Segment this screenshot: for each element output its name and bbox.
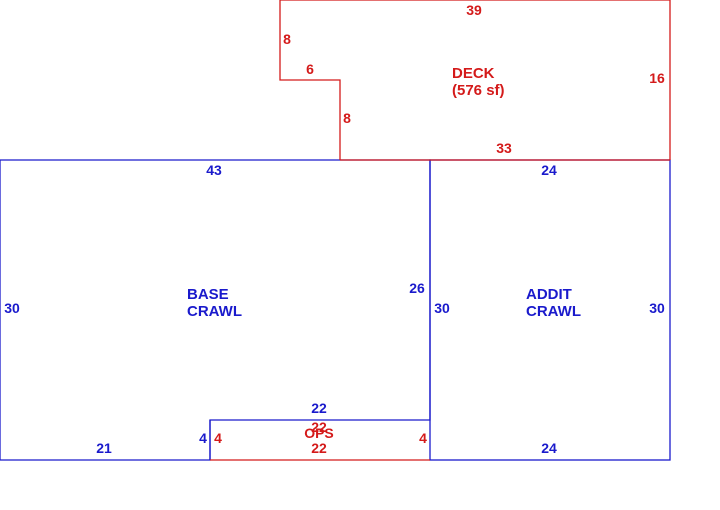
ops-dim-right: 4 <box>419 430 427 446</box>
ops-overlap-text: 22 <box>311 419 327 435</box>
deck-dim-bottom: 33 <box>496 140 512 156</box>
ops-dim-left: 4 <box>214 430 222 446</box>
addit-label-crawl: CRAWL <box>526 303 581 320</box>
deck-label: DECK <box>452 65 495 82</box>
base-label: BASE <box>187 286 229 303</box>
deck-dim-top: 39 <box>466 2 482 18</box>
deck-dim-right: 16 <box>649 70 665 86</box>
deck-dim-step: 6 <box>306 61 314 77</box>
base-dim-top: 43 <box>206 162 222 178</box>
base-dim-notch-left: 4 <box>199 430 207 446</box>
ops-dim-top-blue: 22 <box>311 400 327 416</box>
deck-outline <box>279 0 671 160</box>
base-dim-right: 26 <box>409 280 425 296</box>
deck-dim-left-upper: 8 <box>283 31 291 47</box>
base-dim-left: 30 <box>4 300 20 316</box>
addit-dim-top: 24 <box>541 162 557 178</box>
ops-label: OPS <box>304 425 334 441</box>
ops-dim-bottom: 22 <box>311 440 327 456</box>
addit-dim-left: 30 <box>434 300 450 316</box>
addit-label: ADDIT <box>526 286 572 303</box>
deck-dim-left-lower: 8 <box>343 110 351 126</box>
addit-dim-bottom: 24 <box>541 440 557 456</box>
deck-area-label: (576 sf) <box>452 82 505 99</box>
base-dim-bottom: 21 <box>96 440 112 456</box>
base-label-crawl: CRAWL <box>187 303 242 320</box>
addit-dim-right: 30 <box>649 300 665 316</box>
